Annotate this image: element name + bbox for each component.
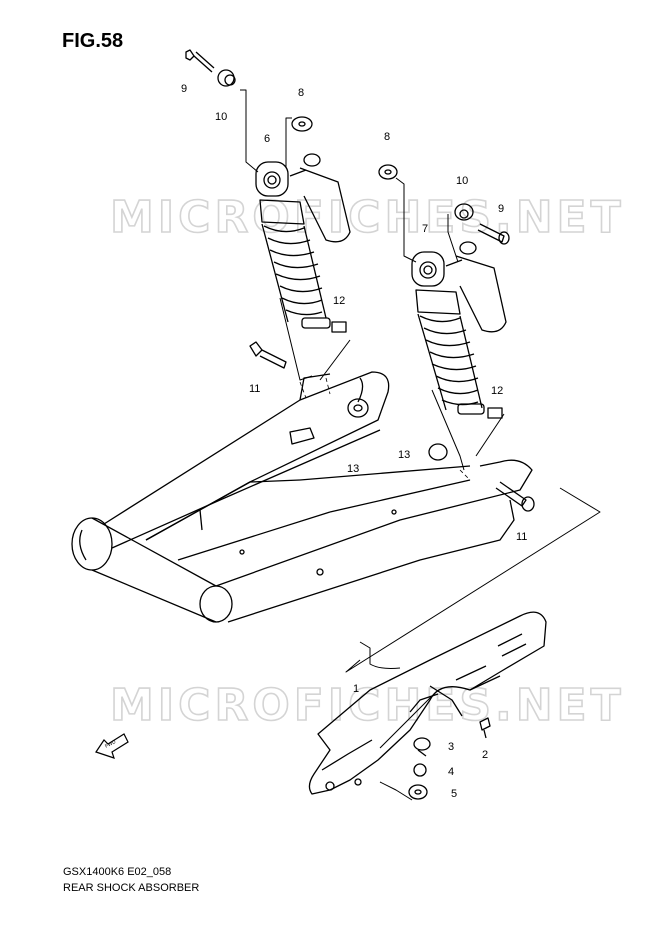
forward-arrow-icon: FWD [95,733,129,759]
callout-cover-collar: 4 [448,766,454,778]
callout-right-washer: 10 [456,175,468,187]
callout-left-bolt: 9 [181,83,187,95]
leader-lines [240,89,601,801]
dashed-guides [299,377,471,481]
callout-left-lower-bolt: 11 [249,383,260,395]
callout-left-plate: 8 [298,87,304,99]
swingarm [71,371,533,623]
right-upper-hardware [378,164,535,512]
left-shock-absorber [255,153,351,329]
fwd-label: FWD [104,739,117,750]
figure-title: FIG.58 [62,30,124,52]
callout-cover-grommet: 5 [451,788,457,800]
watermark-top: MICROFICHES.NET [110,192,625,243]
diagram-caption: REAR SHOCK ABSORBER [63,882,200,894]
callout-chain-cover: 1 [353,683,359,695]
left-upper-hardware [185,49,369,418]
right-shock-absorber [411,241,507,415]
chain-cover [308,611,547,800]
callout-left-nut: 13 [347,463,359,475]
watermark-bottom: MICROFICHES.NET [110,680,625,731]
callout-right-collar: 12 [491,385,503,397]
callout-cover-screw: 2 [482,749,488,761]
callout-right-nut: 13 [398,449,410,461]
callout-right-plate: 8 [384,131,390,143]
footer: GSX1400K6 E02_058 REAR SHOCK ABSORBER [63,864,199,896]
callout-left-shock: 6 [264,133,270,145]
callout-cover-bolt: 3 [448,741,454,753]
callout-right-lower-bolt: 11 [516,531,527,543]
callout-right-shock: 7 [422,223,428,235]
callout-left-washer: 10 [215,111,227,123]
callout-left-collar: 12 [333,295,345,307]
callout-right-bolt: 9 [498,203,504,215]
model-code: GSX1400K6 E02_058 [63,866,172,878]
